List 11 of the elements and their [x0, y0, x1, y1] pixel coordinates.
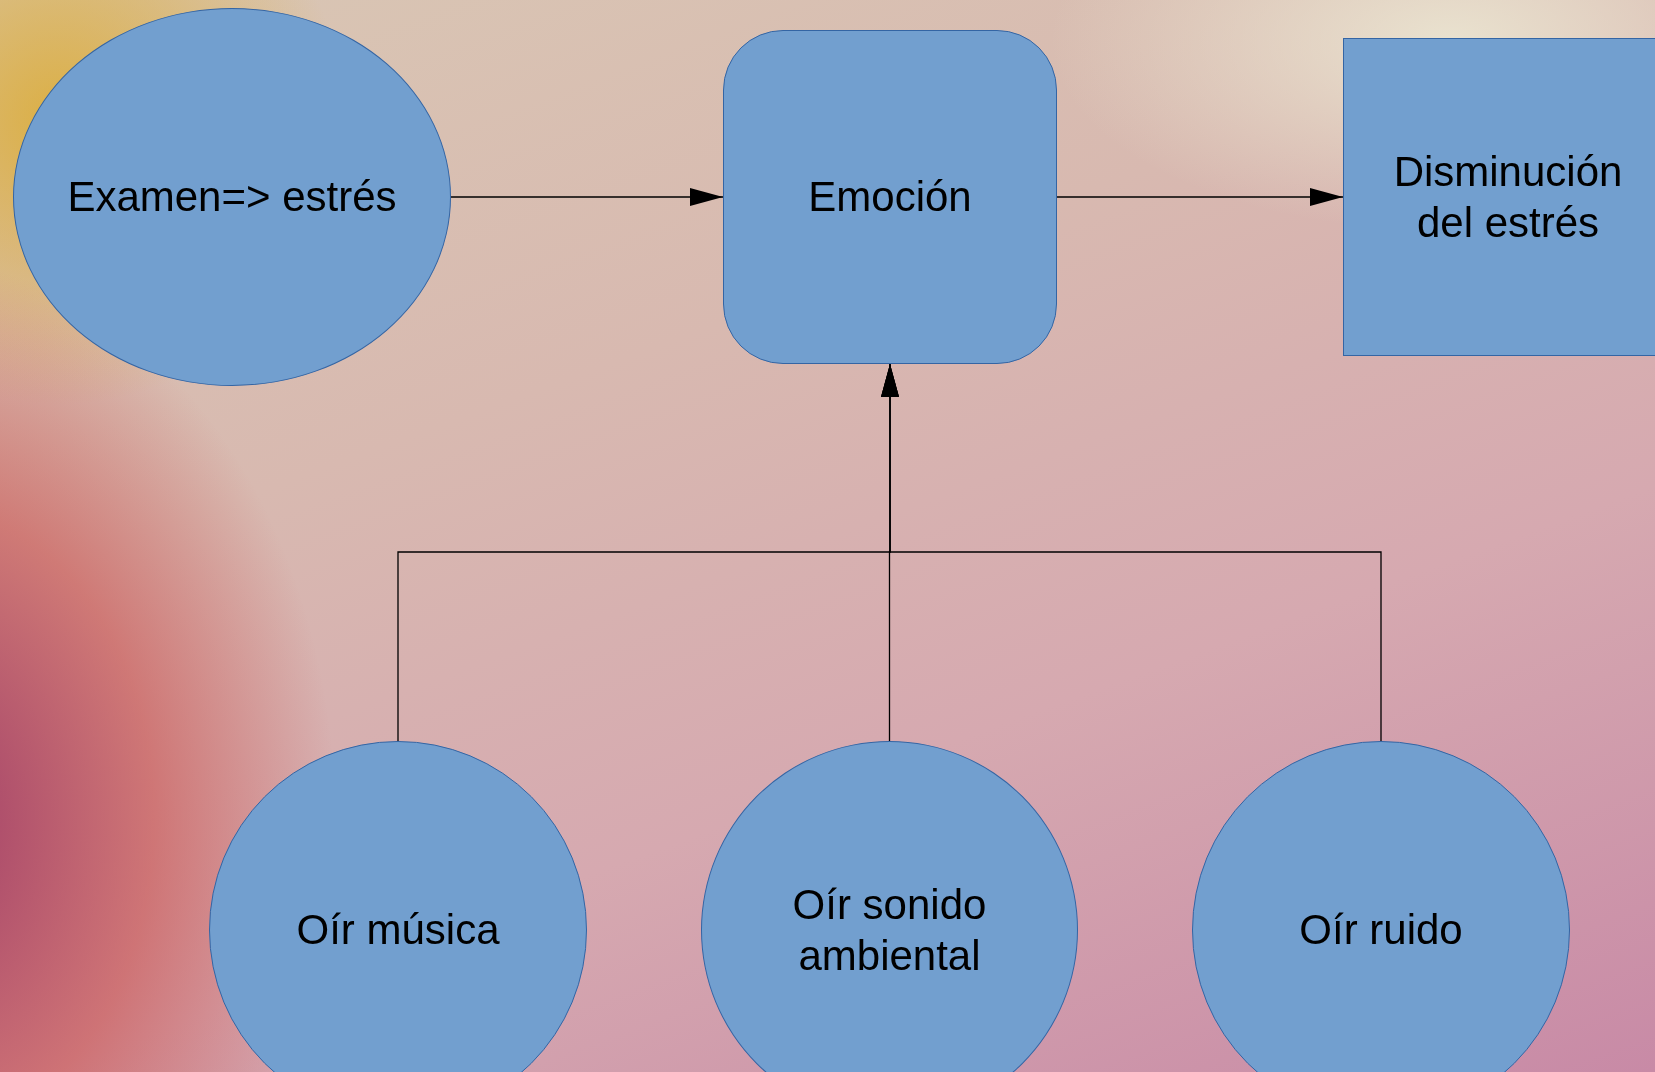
- node-label: Oír sonido ambiental: [791, 879, 988, 981]
- arrow: [881, 363, 1382, 742]
- process-box: [1343, 38, 1655, 356]
- process-box: [723, 30, 1057, 364]
- arrow: [1056, 188, 1344, 206]
- node-label: Oír música: [296, 905, 500, 956]
- arrow: [450, 188, 724, 206]
- node-label: Examen=> estrés: [67, 172, 397, 223]
- node-label: Emoción: [808, 172, 972, 223]
- node-label: Oír ruido: [1299, 905, 1463, 956]
- node-label: Disminución del estrés: [1392, 146, 1624, 248]
